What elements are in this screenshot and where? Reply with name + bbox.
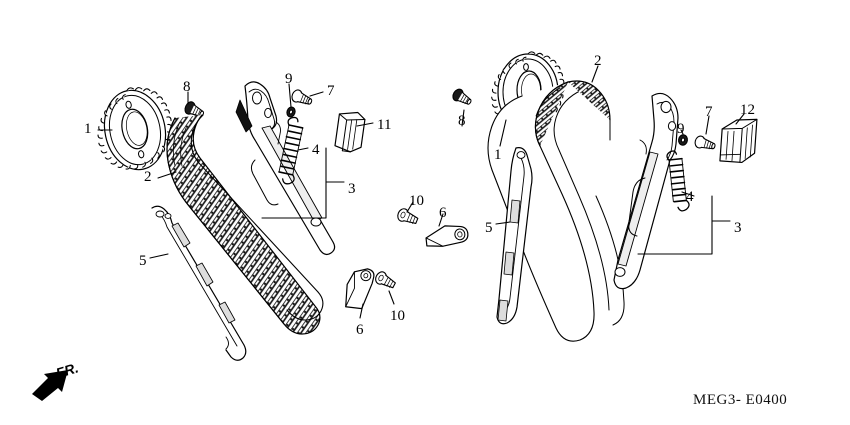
callout-tensioner-spring: 4 <box>686 189 694 205</box>
part-guide-bracket-left <box>334 111 366 153</box>
callout-pin-collar: 9 <box>285 71 293 87</box>
part-tensioner-spring-left <box>278 116 304 185</box>
callout-cam-sprocket: 1 <box>84 121 92 137</box>
part-pin-collar-right <box>678 134 688 146</box>
callout-bolt-flange: 7 <box>705 104 713 120</box>
part-chain-stopper-lower-left <box>345 268 375 310</box>
callout-bolt-stopper-upper: 10 <box>409 193 424 209</box>
part-pin-collar-left <box>286 106 296 118</box>
leader-lines-right <box>461 65 745 255</box>
part-rubber-damper-right <box>719 118 758 164</box>
callout-bolt-sprocket: 8 <box>183 79 191 95</box>
part-cam-chain-right <box>487 80 625 342</box>
part-cam-sprocket-left <box>97 87 173 171</box>
part-chain-stopper-upper-left <box>425 225 469 247</box>
callout-cam-chain: 2 <box>594 53 602 69</box>
callout-cam-chain: 2 <box>144 169 152 185</box>
callout-bolt-sprocket: 8 <box>458 113 466 129</box>
callout-pin-collar: 9 <box>677 121 685 137</box>
part-bolt-stopper-upper-left <box>397 208 419 224</box>
callout-chain-guide-slider: 5 <box>139 253 147 269</box>
part-bolt-stopper-lower-left <box>375 271 396 289</box>
callout-rubber-damper: 12 <box>740 102 755 118</box>
part-chain-guide-right <box>496 147 533 325</box>
callout-chain-stopper-lower: 6 <box>356 322 364 338</box>
callout-tensioner-assembly: 3 <box>348 181 356 197</box>
part-bolt-flange-left <box>291 89 313 105</box>
callout-cam-sprocket: 1 <box>494 147 502 163</box>
part-chain-guide-left <box>151 205 247 361</box>
part-tensioner-arm-right <box>613 92 679 290</box>
callout-tensioner-spring: 4 <box>312 142 320 158</box>
callout-guide-bracket: 11 <box>377 117 392 133</box>
callout-tensioner-assembly: 3 <box>734 220 742 236</box>
part-bolt-flange-right <box>694 135 716 150</box>
part-bolt-sprocket-right <box>452 88 472 105</box>
diagram-code-label: MEG3- E0400 <box>693 392 788 408</box>
part-cam-chain-left <box>166 114 324 335</box>
callout-chain-guide-slider: 5 <box>485 220 493 236</box>
leader-lines-left <box>97 83 444 319</box>
callout-bolt-stopper-lower: 10 <box>390 308 405 324</box>
callout-chain-stopper-upper: 6 <box>439 205 447 221</box>
callout-bolt-flange: 7 <box>327 83 335 99</box>
front-direction-arrow-icon <box>32 370 68 401</box>
